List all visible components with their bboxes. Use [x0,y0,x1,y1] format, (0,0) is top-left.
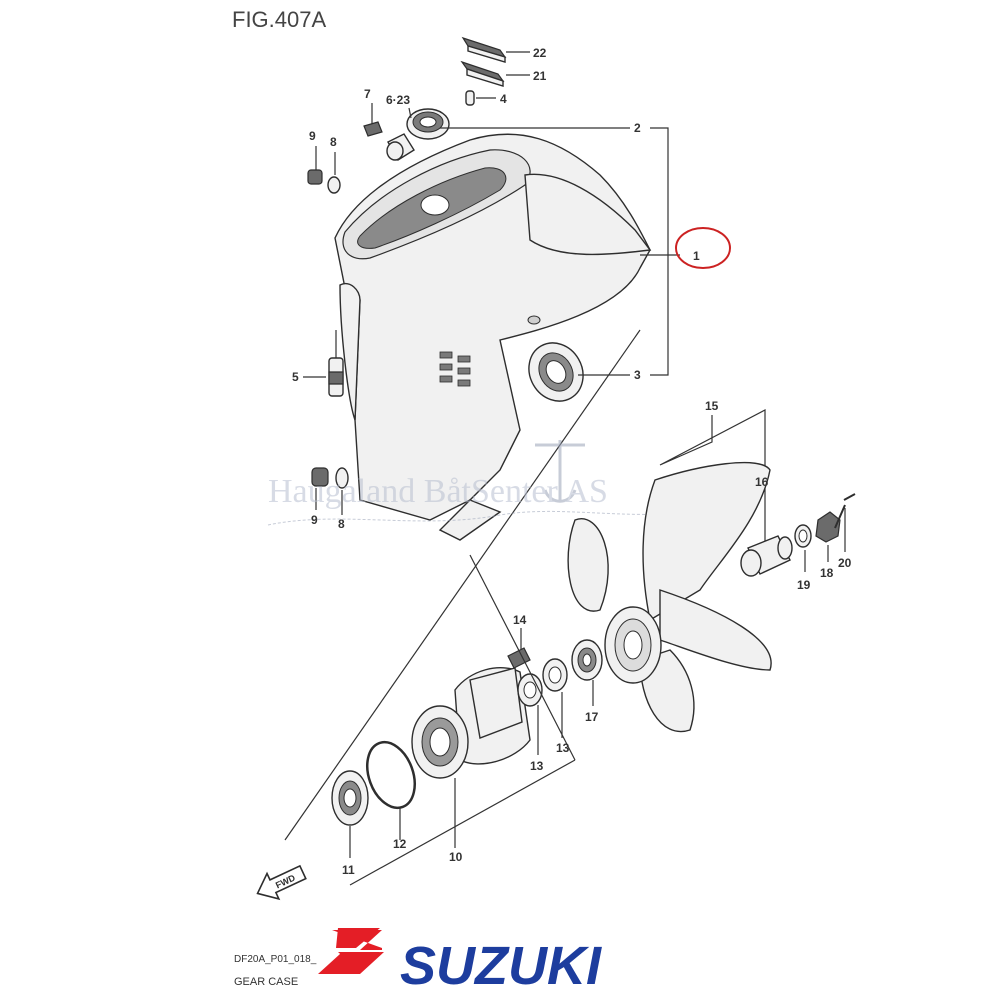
callout-2[interactable]: 2 [634,121,641,135]
callout-18[interactable]: 18 [820,566,834,580]
bracket-2-3 [440,127,669,376]
callout-19[interactable]: 19 [797,578,811,592]
watermark: Haugaland BåtSenter AS [267,440,701,526]
callout-22[interactable]: 22 [533,46,547,60]
suzuki-logo-icon [318,928,384,974]
assembly-leader-bottom [349,759,576,886]
bracket-15 [659,409,766,560]
watermark-text: Haugaland BåtSenter AS [268,473,608,510]
part-13-seal-b[interactable] [542,658,568,692]
part-4-pin[interactable] [465,90,475,106]
callout-8-lower[interactable]: 8 [338,517,345,531]
callout-13b[interactable]: 13 [556,741,570,755]
callout-9-upper[interactable]: 9 [309,129,316,143]
leader-6-23 [408,107,412,119]
part-17-bearing[interactable] [571,639,603,681]
part-21-strip[interactable] [460,60,505,87]
callout-12[interactable]: 12 [393,837,407,851]
part-12-oring[interactable] [359,736,424,815]
fwd-arrow-icon: FWD [256,864,307,901]
part-8-washer-upper[interactable] [327,152,341,194]
highlight-circle [675,227,731,269]
part-6-bearing[interactable] [406,108,450,140]
part-18-nut[interactable] [815,511,841,543]
part-propeller[interactable] [567,461,772,733]
callout-8-upper[interactable]: 8 [330,135,337,149]
part-9-plug-lower[interactable] [311,467,329,510]
assembly-leader-left [284,329,641,841]
callout-13a[interactable]: 13 [530,759,544,773]
part-7-bolt[interactable] [363,103,383,137]
part-10-housing[interactable] [411,667,531,779]
part-22-strip[interactable] [461,36,507,63]
assembly-leader-mid [469,554,576,761]
footer-caption: GEAR CASE [234,976,298,988]
part-bushing[interactable] [386,133,415,161]
part-14-bolt[interactable] [507,628,531,669]
part-13-seal-a[interactable] [517,673,543,707]
callout-5[interactable]: 5 [292,370,299,384]
part-11-seal[interactable] [331,770,369,826]
callout-4[interactable]: 4 [500,92,507,106]
callout-10[interactable]: 10 [449,850,463,864]
callout-16[interactable]: 16 [755,475,769,489]
callout-7[interactable]: 7 [364,87,371,101]
callout-3[interactable]: 3 [634,368,641,382]
part-5-bolt[interactable] [328,330,344,397]
brand-wordmark: SUZUKI [400,936,602,996]
callout-15[interactable]: 15 [705,399,719,413]
part-16-spacer[interactable] [740,535,793,577]
callout-9-lower[interactable]: 9 [311,513,318,527]
part-8-washer-lower[interactable] [335,467,349,515]
part-19-washer[interactable] [794,524,812,548]
part-3-seal[interactable] [518,333,593,411]
callout-1[interactable]: 1 [693,249,700,263]
figure-title: FIG.407A [232,7,326,32]
callout-21[interactable]: 21 [533,69,547,83]
callout-6-23[interactable]: 6·23 [386,93,410,107]
part-9-plug-upper[interactable] [307,146,323,185]
callout-14[interactable]: 14 [513,613,527,627]
part-20-cotter-pin[interactable] [834,493,856,552]
part-1-gear-case[interactable] [334,133,652,541]
callout-17[interactable]: 17 [585,710,599,724]
callout-11[interactable]: 11 [342,863,355,877]
callout-20[interactable]: 20 [838,556,852,570]
footer-code: DF20A_P01_018_ [234,954,317,965]
